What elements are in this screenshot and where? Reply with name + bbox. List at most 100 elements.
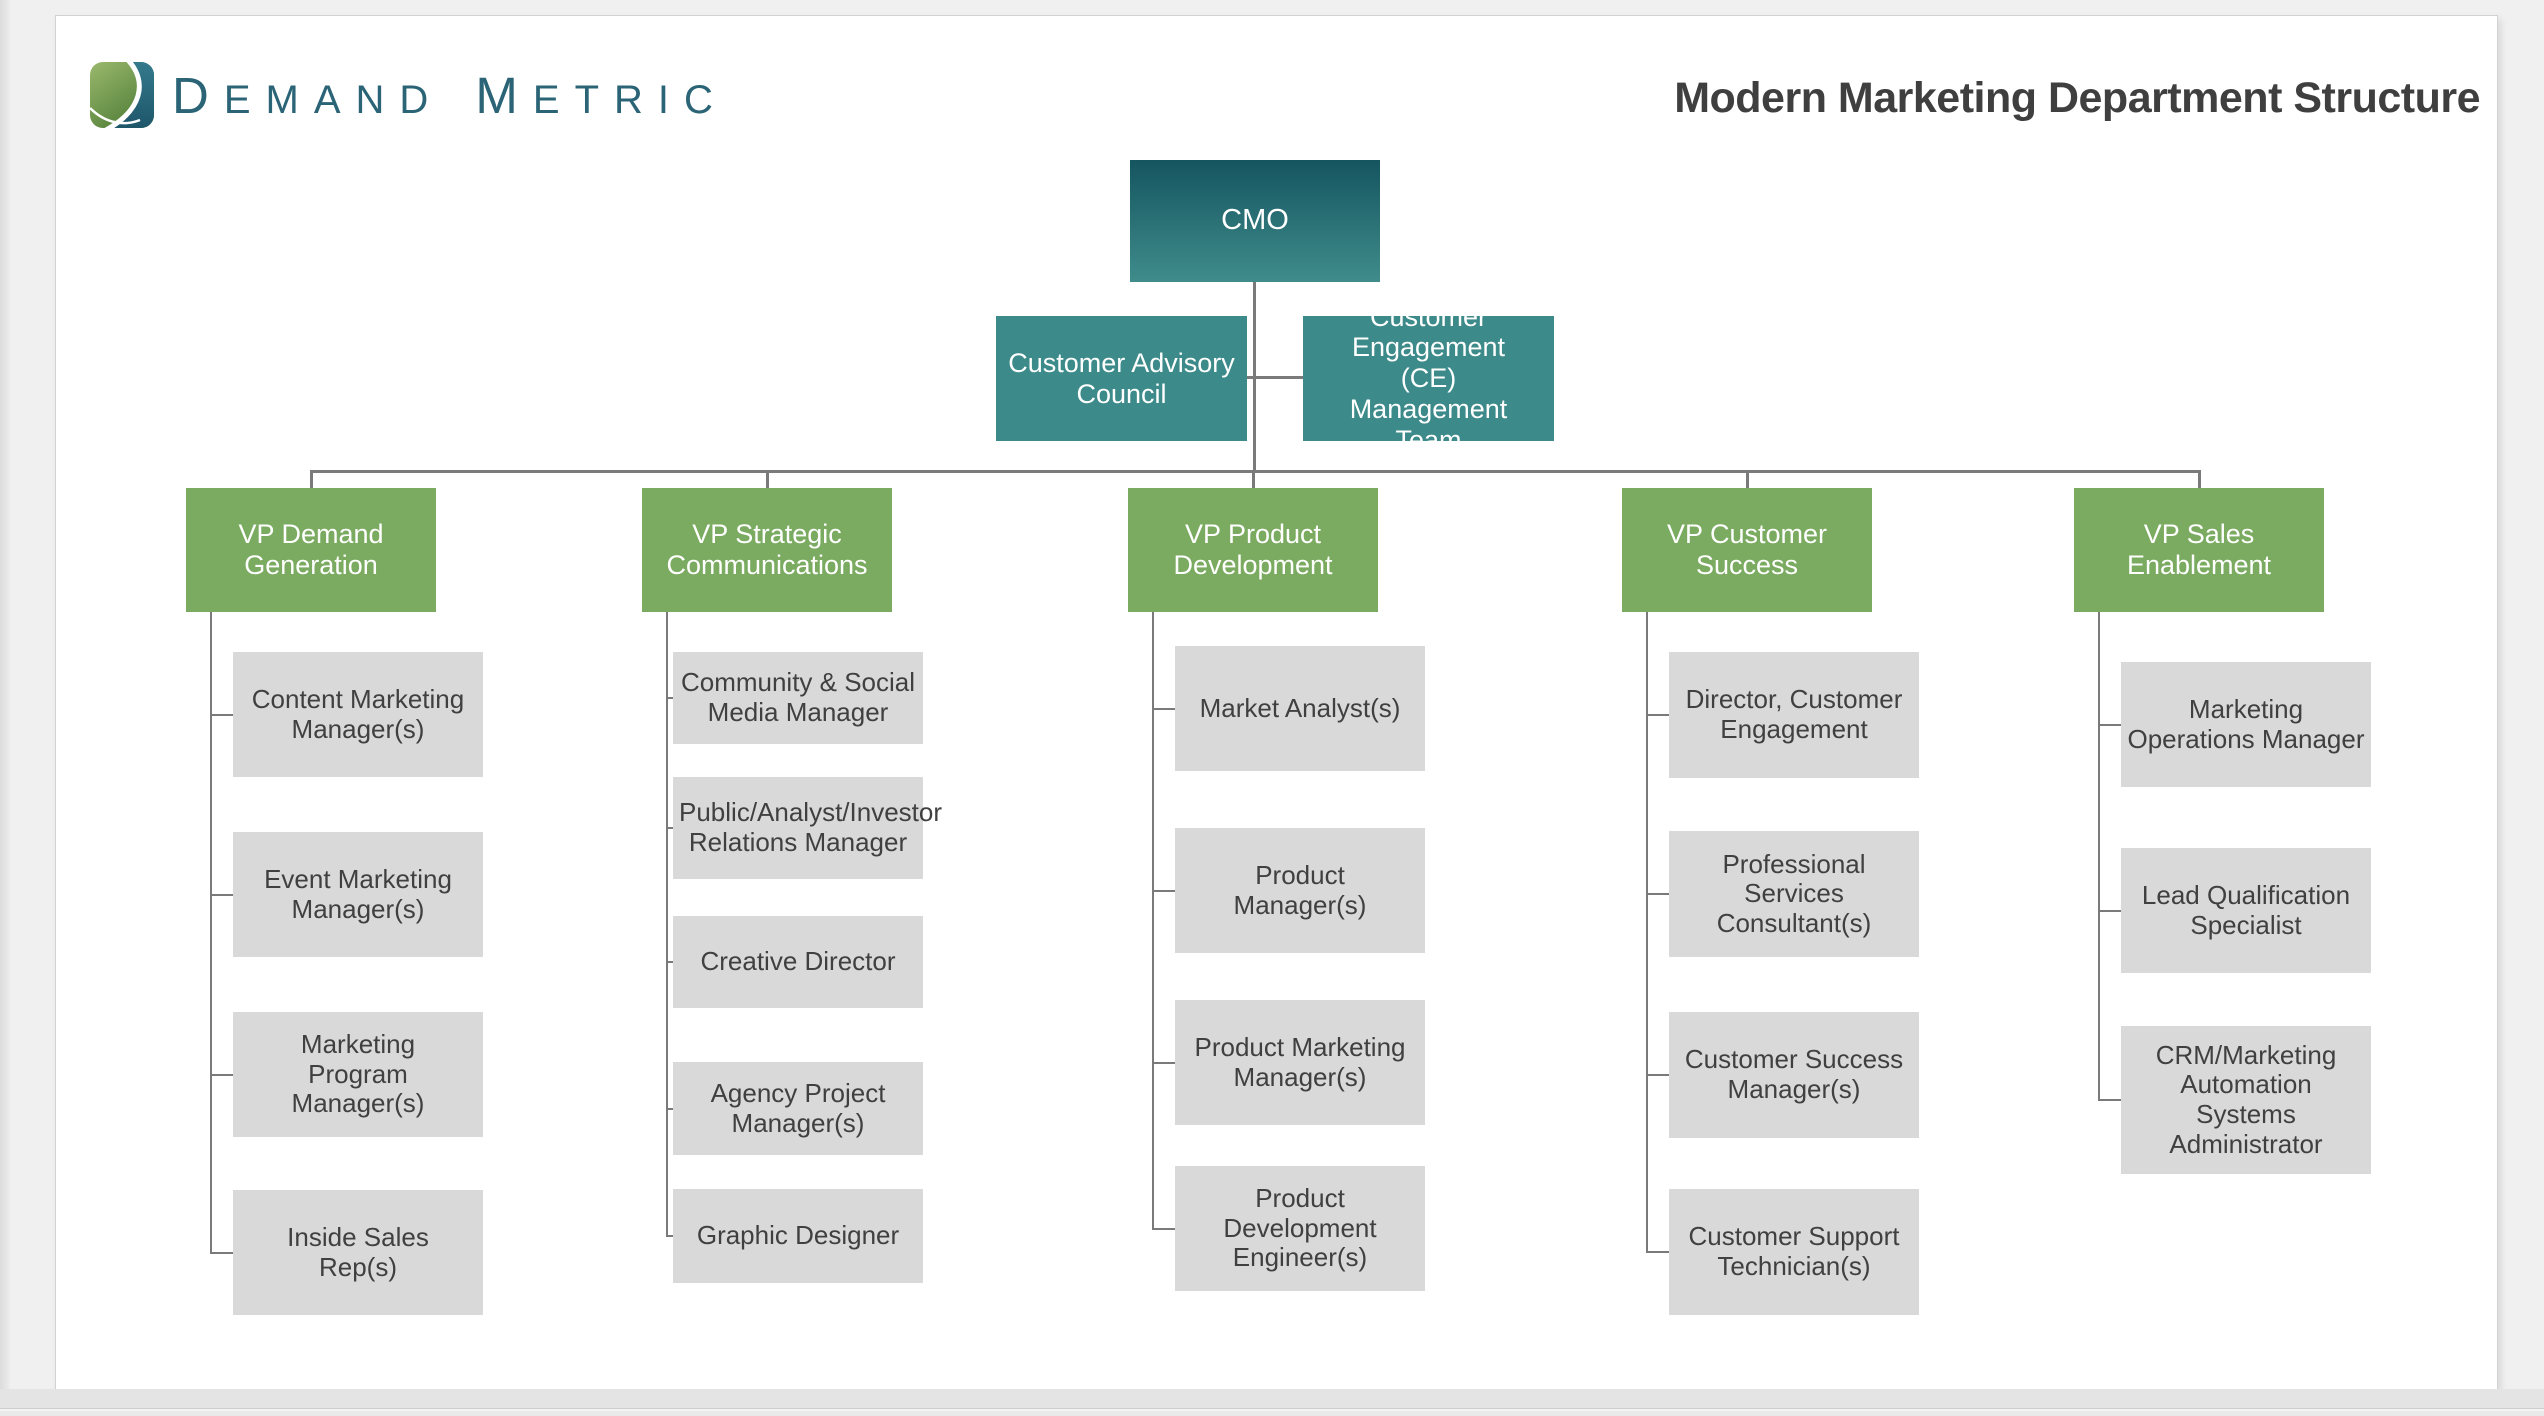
connector-line: [666, 697, 673, 699]
org-box-staff-1-label: Customer Engagement (CE) Management Team: [1349, 301, 1508, 455]
org-box-vp-2: VP Product Development: [1128, 488, 1378, 612]
org-box-role: Professional Services Consultant(s): [1669, 831, 1919, 957]
org-box-role-label: Graphic Designer: [696, 1220, 900, 1251]
org-box-cmo-label: CMO: [1221, 204, 1289, 237]
org-box-role-label: Product Marketing Manager(s): [1194, 1031, 1406, 1092]
org-box-role-label: Marketing Operations Manager: [2127, 693, 2365, 754]
connector-line: [1646, 612, 1648, 1252]
org-box-role-label: Product Development Engineer(s): [1223, 1183, 1377, 1273]
connector-line: [210, 1251, 233, 1254]
connector-line: [210, 893, 233, 896]
connector-line: [1247, 376, 1303, 379]
org-box-role-label: Marketing Program Manager(s): [291, 1029, 425, 1119]
wordmark-rest-1: EMAND: [223, 77, 444, 122]
connector-line: [311, 470, 2199, 473]
connector-line: [1152, 889, 1175, 892]
org-box-role: Product Marketing Manager(s): [1175, 1000, 1425, 1125]
org-box-role-label: CRM/Marketing Automation Systems Adminis…: [2155, 1039, 2337, 1159]
next-page-edge: [0, 1411, 2544, 1416]
org-box-vp-3-label: VP Customer Success: [1666, 519, 1828, 580]
connector-line: [666, 961, 673, 963]
org-box-role: Content Marketing Manager(s): [233, 652, 483, 777]
org-box-vp-0: VP Demand Generation: [186, 488, 436, 612]
org-box-cmo: CMO: [1130, 160, 1380, 282]
connector-line: [2098, 1099, 2121, 1101]
org-box-vp-4: VP Sales Enablement: [2074, 488, 2324, 612]
demand-metric-logo-icon: [90, 62, 154, 128]
page-break-line: [0, 1408, 2544, 1411]
left-margin-strip: [0, 0, 10, 1416]
org-box-role-label: Customer Support Technician(s): [1688, 1221, 1900, 1281]
org-box-role: Market Analyst(s): [1175, 646, 1425, 771]
connector-line: [766, 470, 769, 488]
org-box-vp-1: VP Strategic Communications: [642, 488, 892, 612]
wordmark-initial-1: D: [172, 66, 224, 124]
org-box-role-label: Event Marketing Manager(s): [264, 863, 452, 924]
connector-line: [1252, 470, 1255, 488]
org-box-role: Creative Director: [673, 916, 923, 1008]
org-box-role-label: Product Manager(s): [1233, 859, 1367, 920]
wordmark-rest-2: ETRIC: [532, 77, 728, 122]
org-box-role-label: Inside Sales Rep(s): [287, 1221, 429, 1282]
connector-line: [210, 612, 212, 1253]
connector-line: [1746, 470, 1749, 488]
wordmark-initial-2: M: [475, 66, 533, 124]
brand-wordmark: DEMAND METRIC: [172, 66, 728, 125]
org-box-role: Product Manager(s): [1175, 828, 1425, 953]
connector-line: [2198, 470, 2201, 488]
org-box-role: Event Marketing Manager(s): [233, 832, 483, 957]
connector-line: [2098, 909, 2121, 912]
connector-line: [310, 470, 313, 488]
connector-line: [210, 1073, 233, 1076]
org-box-role-label: Director, Customer Engagement: [1685, 684, 1903, 744]
connector-line: [1646, 1251, 1669, 1253]
connector-line: [2098, 723, 2121, 726]
connector-line: [1152, 1227, 1175, 1230]
org-box-role: CRM/Marketing Automation Systems Adminis…: [2121, 1026, 2371, 1174]
org-box-role: Agency Project Manager(s): [673, 1062, 923, 1155]
org-box-vp-2-label: VP Product Development: [1173, 519, 1333, 580]
connector-line: [2098, 612, 2100, 1100]
connector-line: [1152, 612, 1154, 1229]
connector-line: [210, 713, 233, 716]
org-box-staff-0: Customer Advisory Council: [996, 316, 1247, 441]
org-box-role: Product Development Engineer(s): [1175, 1166, 1425, 1291]
connector-line: [1646, 893, 1669, 895]
connector-line: [666, 1235, 673, 1237]
org-box-staff-1: Customer Engagement (CE) Management Team: [1303, 302, 1554, 455]
org-box-role-label: Agency Project Manager(s): [710, 1077, 886, 1138]
connector-line: [1646, 1074, 1669, 1076]
org-box-role: Marketing Operations Manager: [2121, 662, 2371, 787]
page-gap: [0, 1389, 2544, 1408]
connector-line: [666, 612, 668, 1236]
org-box-role: Public/Analyst/Investor Relations Manage…: [673, 777, 943, 879]
org-box-vp-0-label: VP Demand Generation: [238, 519, 384, 580]
connector-line: [1152, 1061, 1175, 1064]
brand-logo: DEMAND METRIC: [90, 58, 728, 132]
org-box-vp-4-label: VP Sales Enablement: [2126, 519, 2272, 580]
page-title: Modern Marketing Department Structure: [1674, 74, 2480, 122]
connector-line: [1646, 714, 1669, 716]
org-box-role-label: Customer Success Manager(s): [1684, 1044, 1904, 1104]
org-box-role: Customer Success Manager(s): [1669, 1012, 1919, 1138]
org-box-role-label: Content Marketing Manager(s): [251, 683, 465, 744]
org-box-vp-3: VP Customer Success: [1622, 488, 1872, 612]
org-box-role-label: Professional Services Consultant(s): [1716, 848, 1872, 938]
org-box-role-label: Creative Director: [700, 946, 896, 977]
org-box-vp-1-label: VP Strategic Communications: [666, 519, 868, 580]
org-box-role: Director, Customer Engagement: [1669, 652, 1919, 778]
org-box-role: Lead Qualification Specialist: [2121, 848, 2371, 973]
connector-line: [666, 827, 673, 829]
org-box-staff-0-label: Customer Advisory Council: [1008, 347, 1235, 409]
org-box-role: Customer Support Technician(s): [1669, 1189, 1919, 1315]
org-box-role-label: Public/Analyst/Investor Relations Manage…: [679, 797, 943, 857]
org-box-role: Inside Sales Rep(s): [233, 1190, 483, 1315]
org-box-role-label: Community & Social Media Manager: [680, 667, 916, 727]
org-box-role: Community & Social Media Manager: [673, 652, 923, 744]
connector-line: [666, 1107, 673, 1110]
connector-line: [1152, 707, 1175, 710]
org-box-role-label: Market Analyst(s): [1199, 692, 1401, 723]
org-box-role: Graphic Designer: [673, 1189, 923, 1283]
org-box-role: Marketing Program Manager(s): [233, 1012, 483, 1137]
